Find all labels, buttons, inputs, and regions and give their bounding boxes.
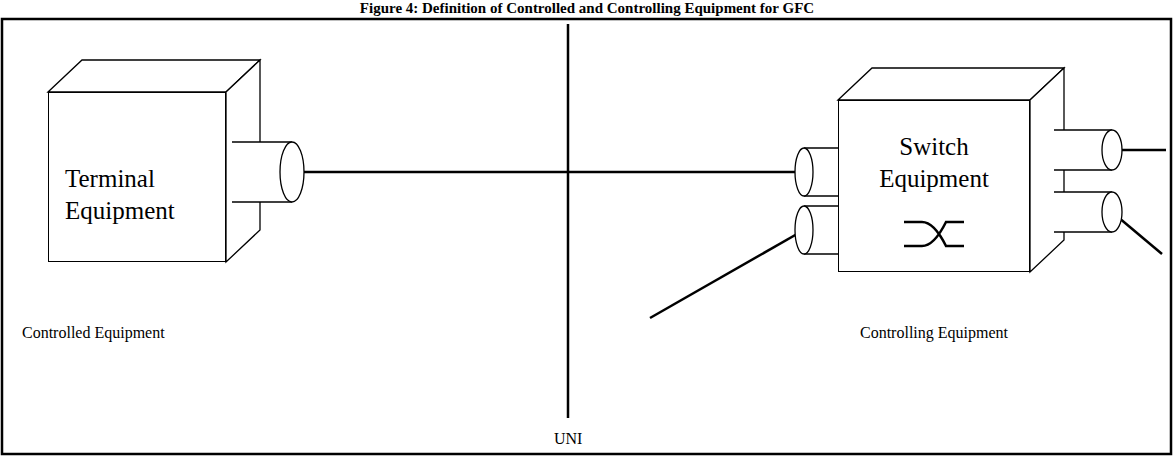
- port-connector: [1054, 130, 1122, 170]
- equipment-caption: UNI: [552, 429, 584, 448]
- uni-line: [567, 24, 570, 418]
- port-connector: [1054, 192, 1122, 232]
- equipment-box: Switch Equipment: [838, 100, 1030, 272]
- network-link: [650, 230, 804, 318]
- port-connector: [795, 206, 838, 254]
- box-label: Switch Equipment: [847, 131, 1021, 195]
- box-label: Terminal Equipment: [65, 163, 209, 227]
- cube-face: [48, 60, 260, 92]
- equipment-caption: Controlled Equipment: [20, 323, 167, 342]
- uni-link: [226, 171, 838, 174]
- figure-frame: [2, 19, 1171, 454]
- equipment-caption: Controlling Equipment: [858, 323, 1010, 342]
- port-connector: [795, 148, 838, 196]
- figure-title: Figure 4: Definition of Controlled and C…: [0, 0, 1174, 17]
- equipment-box: Terminal Equipment: [48, 92, 226, 262]
- cube-face: [838, 68, 1064, 100]
- port-connector: [232, 142, 304, 202]
- switch-symbol: [904, 222, 964, 246]
